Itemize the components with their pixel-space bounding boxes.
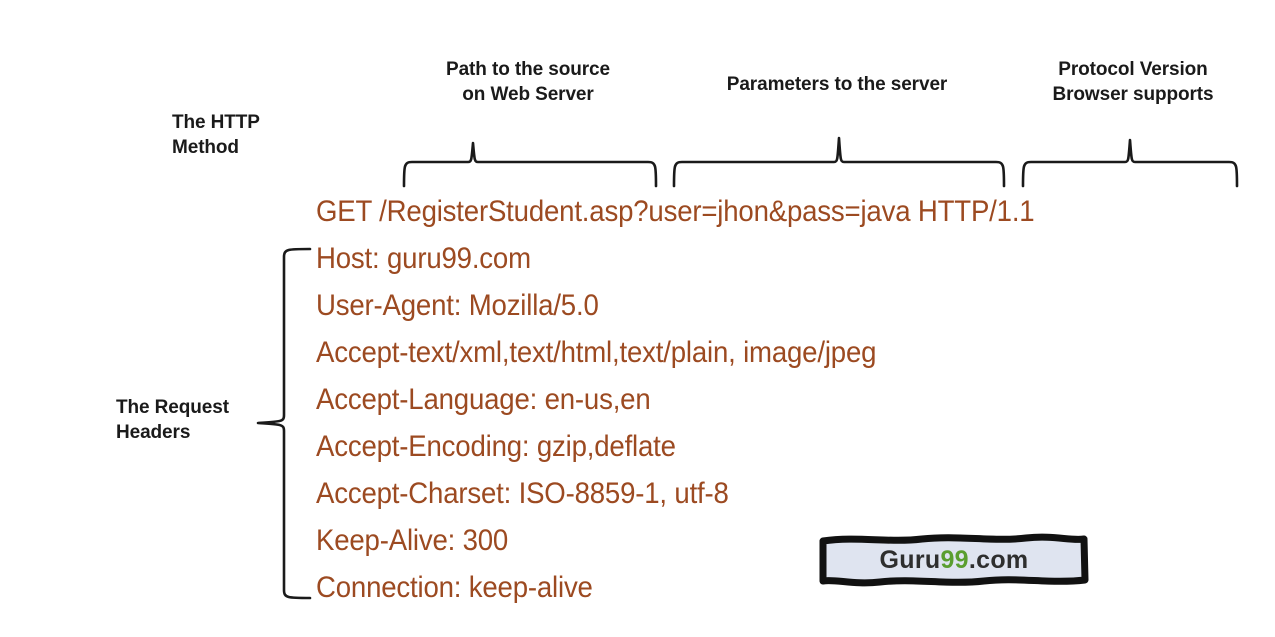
watermark-dotcom: .com [968,545,1029,574]
watermark-guru: Guru [879,545,941,574]
label-protocol-version: Protocol Version Browser supports [1052,59,1214,105]
request-header-line: Accept-text/xml,text/html,text/plain, im… [316,336,877,369]
request-header-line: User-Agent: Mozilla/5.0 [316,289,599,322]
watermark-shape [819,533,1089,587]
http-request-text-block: GET /RegisterStudent.asp?user=jhon&pass=… [316,188,1256,611]
brace-protocol-segment [1021,138,1239,188]
label-parameters-to-server: Parameters to the server [726,74,948,95]
request-header-line: Accept-Encoding: gzip,deflate [316,430,676,463]
watermark-99: 99 [940,545,969,574]
brace-path-segment [402,141,658,188]
request-line: GET /RegisterStudent.asp?user=jhon&pass=… [316,195,1035,228]
request-header-line: Accept-Language: en-us,en [316,383,651,416]
request-header-line: Keep-Alive: 300 [316,524,509,557]
request-header-line: Connection: keep-alive [316,571,593,604]
label-path-to-source: Path to the source on Web Server [446,59,610,105]
brace-parameters-segment [672,136,1006,188]
request-header-line: Accept-Charset: ISO-8859-1, utf-8 [316,477,729,510]
label-request-headers: The Request Headers [116,397,229,443]
request-header-line: Host: guru99.com [316,242,531,275]
label-http-method: The HTTP Method [172,112,260,158]
